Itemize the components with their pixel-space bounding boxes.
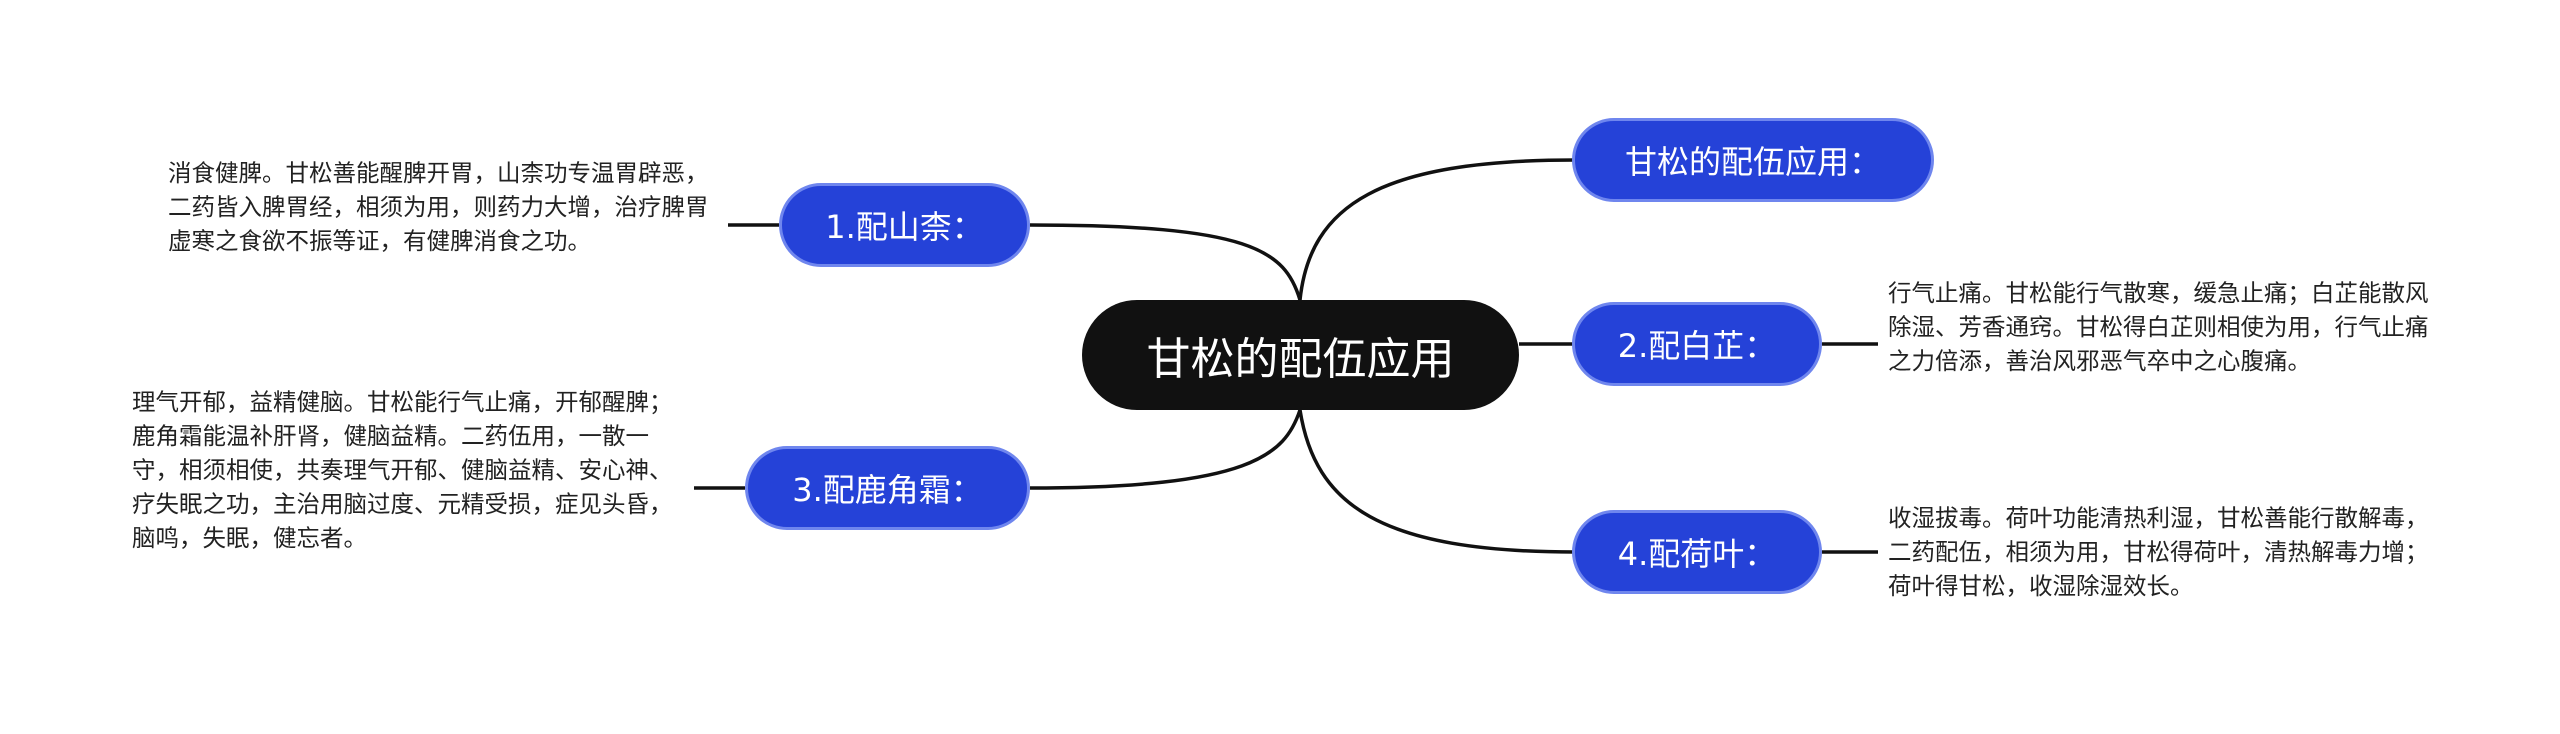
branch-pei-lujiaoshuang-label: 3.配鹿角霜： — [792, 471, 983, 509]
leaf-lujiaoshuang-note: 理气开郁，益精健脑。甘松能行气止痛，开郁醒脾；鹿角霜能温补肝肾，健脑益精。二药伍… — [132, 388, 673, 552]
central-topic-label: 甘松的配伍应用 — [1146, 334, 1455, 385]
link-central-to-title-branch — [1298, 158, 1576, 301]
branch-pei-baizhi-label: 2.配白芷： — [1617, 327, 1777, 365]
leaf-baizhi-note: 行气止痛。甘松能行气散寒，缓急止痛；白芷能散风除湿、芳香通窍。甘松得白芷则相使为… — [1888, 279, 2429, 375]
link-central-to-branch-3 — [1029, 409, 1302, 490]
branch-pei-shannai-label: 1.配山柰： — [825, 208, 984, 246]
branch-pei-heye-label: 4.配荷叶： — [1617, 535, 1777, 573]
branch-title-label: 甘松的配伍应用： — [1624, 143, 1881, 181]
link-central-to-branch-4 — [1298, 409, 1576, 554]
branch-pei-shannai[interactable]: 1.配山柰： — [779, 183, 1030, 267]
branch-pei-heye[interactable]: 4.配荷叶： — [1572, 510, 1822, 594]
branch-pei-lujiaoshuang[interactable]: 3.配鹿角霜： — [745, 446, 1030, 530]
branch-pei-baizhi[interactable]: 2.配白芷： — [1572, 302, 1822, 386]
link-central-to-branch-1 — [1029, 223, 1302, 301]
leaf-shannai-note: 消食健脾。甘松善能醒脾开胃，山柰功专温胃辟恶，二药皆入脾胃经，相须为用，则药力大… — [168, 159, 709, 255]
central-topic[interactable]: 甘松的配伍应用 — [1082, 300, 1519, 410]
leaf-heye-note: 收湿拔毒。荷叶功能清热利湿，甘松善能行散解毒，二药配伍，相须为用，甘松得荷叶，清… — [1888, 504, 2429, 600]
branch-title[interactable]: 甘松的配伍应用： — [1572, 118, 1934, 202]
